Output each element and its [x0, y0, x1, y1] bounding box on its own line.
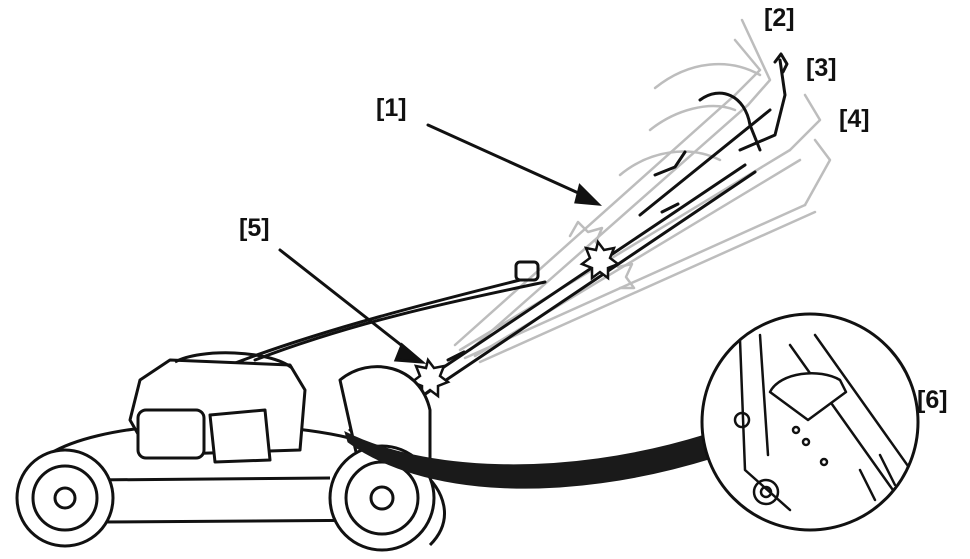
ghost-bail-lower: [653, 63, 762, 90]
ghost-handle-upper: [453, 93, 750, 352]
cable-rear: [253, 280, 547, 362]
control-grip: [738, 58, 787, 152]
front-wheel-hub: [53, 486, 77, 510]
deck-trim: [89, 476, 331, 482]
ghost-grip-lower: [803, 138, 832, 207]
ghost-handle-grip-upper: [733, 18, 772, 107]
cable-guide: [514, 260, 540, 282]
arrow-1-head: [574, 183, 602, 206]
detail-hole-c: [819, 457, 829, 467]
ghost-bail-mid: [618, 150, 722, 177]
ghost-handle-positions: [453, 18, 832, 364]
handle-knobs: [409, 239, 621, 399]
main-handle: [228, 52, 789, 440]
arrow-1-line: [426, 123, 587, 198]
detail-bracket-outline: [738, 333, 792, 512]
handle-upper-bar: [638, 108, 772, 217]
star-knob-lower: [409, 357, 451, 399]
callout-4: [4]: [839, 105, 870, 133]
fuel-tank-window: [136, 408, 206, 460]
pointer-arrows: [278, 123, 602, 364]
callout-5: [5]: [239, 214, 270, 242]
detail-bolt-lower-inner: [759, 485, 773, 499]
rear-wheel-hub: [369, 485, 395, 511]
detail-lever: [768, 372, 848, 422]
detail-magnifier: [700, 312, 920, 532]
detail-hole-a: [791, 425, 801, 435]
star-knob-upper: [579, 239, 621, 281]
callout-3: [3]: [806, 54, 837, 82]
ghost-handle-lower: [463, 203, 817, 364]
ghost-bail-upper: [648, 104, 737, 132]
callout-1: [1]: [376, 94, 407, 122]
handle-clip-lower: [446, 350, 466, 362]
detail-shadow-lines: [858, 453, 897, 502]
detail-handle-bar-b: [813, 333, 918, 492]
ghost-handle-mid: [458, 148, 802, 358]
arrow-5-line: [278, 248, 412, 354]
cable-front: [228, 278, 522, 367]
arrow-5-head: [393, 342, 427, 364]
handle-clip-upper: [660, 202, 680, 214]
engine-block: [208, 408, 272, 464]
callout-2: [2]: [764, 4, 795, 32]
grip-tip: [773, 52, 789, 74]
detail-bolt-lower: [752, 478, 780, 506]
bail-lever: [698, 91, 762, 152]
engine-shroud-top: [174, 351, 293, 370]
callout-6: [6]: [917, 386, 948, 414]
shift-lever: [653, 150, 687, 177]
detail-hole-b: [801, 437, 811, 447]
detail-bolt-upper: [733, 411, 751, 429]
ghost-grip-mid: [788, 93, 822, 152]
detail-handle-bar-a: [788, 343, 902, 502]
